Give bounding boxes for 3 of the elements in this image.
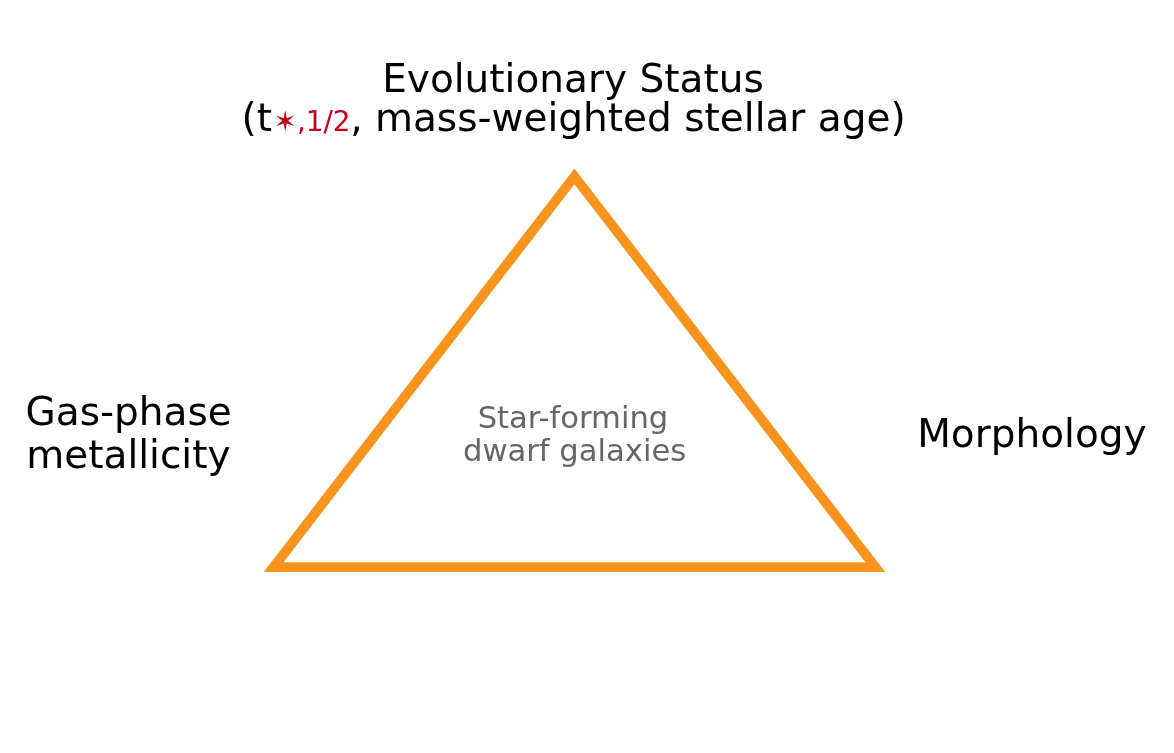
label: Gas-phase metallicity bbox=[25, 388, 232, 477]
label: Morphology bbox=[917, 410, 1147, 456]
label: Evolutionary Status (t✶,1/2, mass-weighted stellar age) bbox=[241, 55, 906, 140]
